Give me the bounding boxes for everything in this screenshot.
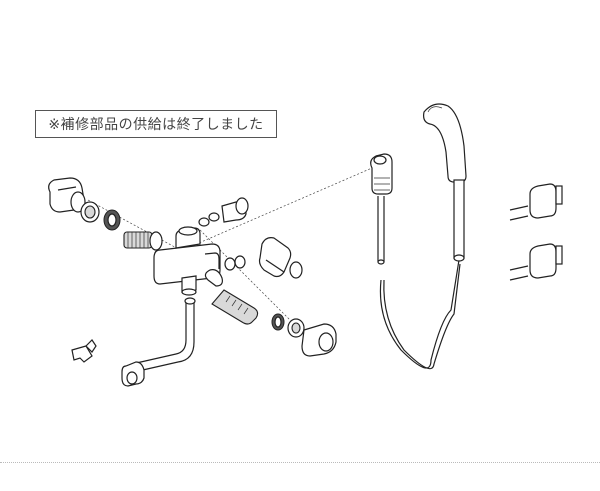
leader-line-right xyxy=(199,229,301,331)
shower-hose xyxy=(377,196,461,370)
nut-ring-right xyxy=(271,313,305,338)
leader-line-hose xyxy=(191,167,373,247)
mixer-body xyxy=(153,226,221,296)
shower-elbow xyxy=(370,153,393,195)
shower-head xyxy=(423,103,467,262)
spout-pipe xyxy=(121,297,196,387)
filter-ring-left xyxy=(103,209,121,231)
hose-elbow-joint xyxy=(258,237,303,279)
bottom-divider xyxy=(0,462,600,463)
check-valve-parts xyxy=(198,197,249,227)
valve-cartridge-left xyxy=(123,231,163,251)
small-nut-middle xyxy=(224,255,246,271)
valve-cartridge-right xyxy=(204,269,259,325)
handle-key xyxy=(71,339,97,363)
shower-holder-lower xyxy=(509,243,563,281)
wall-connector-right xyxy=(301,323,337,357)
wall-connector-left xyxy=(48,177,86,213)
discontinued-parts-notice: ※補修部品の供給は終了しました xyxy=(35,110,277,138)
shower-holder-upper xyxy=(509,183,563,221)
nut-ring-left xyxy=(80,201,100,223)
